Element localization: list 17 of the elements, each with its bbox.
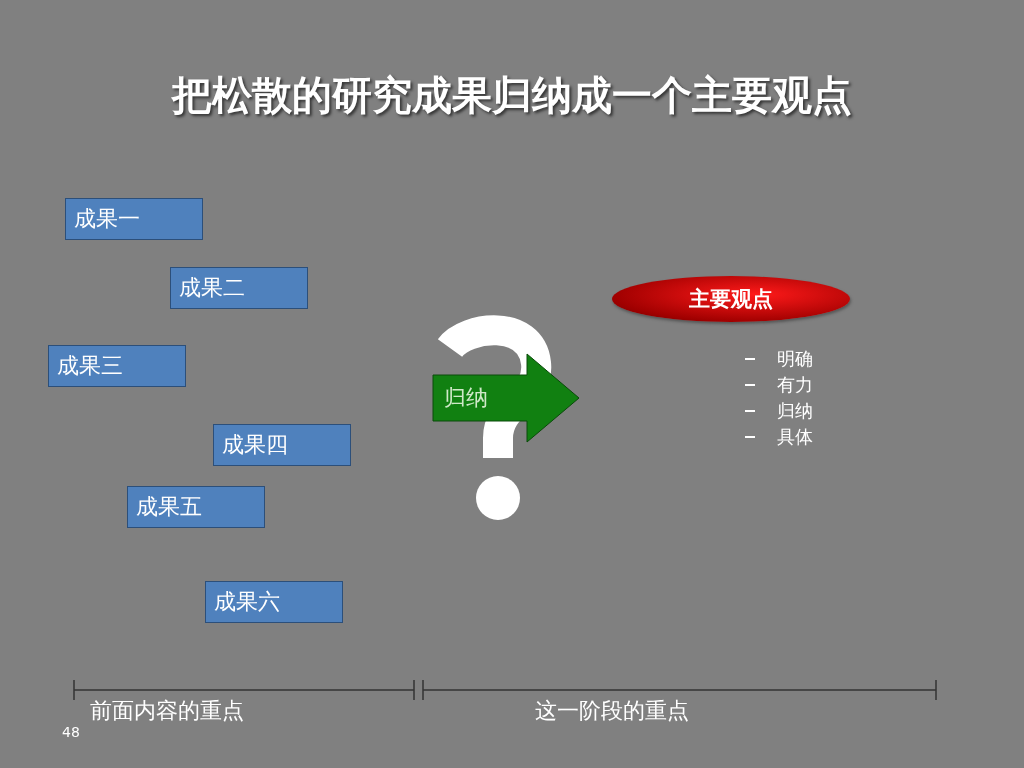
arrow-label: 归纳 (443, 384, 488, 412)
bullet-text: 归纳 (777, 399, 813, 423)
slide-title: 把松散的研究成果归纳成一个主要观点 (170, 71, 853, 120)
highlight-ellipse: 主要观点 (612, 276, 850, 322)
bullet-text: 明确 (777, 347, 813, 371)
result-box: 成果二 (170, 267, 308, 309)
result-box: 成果六 (205, 581, 343, 623)
bullet-text: 具体 (777, 425, 813, 449)
section-label: 前面内容的重点 (90, 697, 244, 725)
result-box: 成果三 (48, 345, 186, 387)
result-box: 成果一 (65, 198, 203, 240)
result-box: 成果五 (127, 486, 265, 528)
bullet-text: 有力 (777, 373, 813, 397)
result-box: 成果四 (213, 424, 351, 466)
page-number: 48 (62, 724, 80, 740)
block-arrow (432, 353, 580, 443)
section-label: 这一阶段的重点 (535, 697, 689, 725)
